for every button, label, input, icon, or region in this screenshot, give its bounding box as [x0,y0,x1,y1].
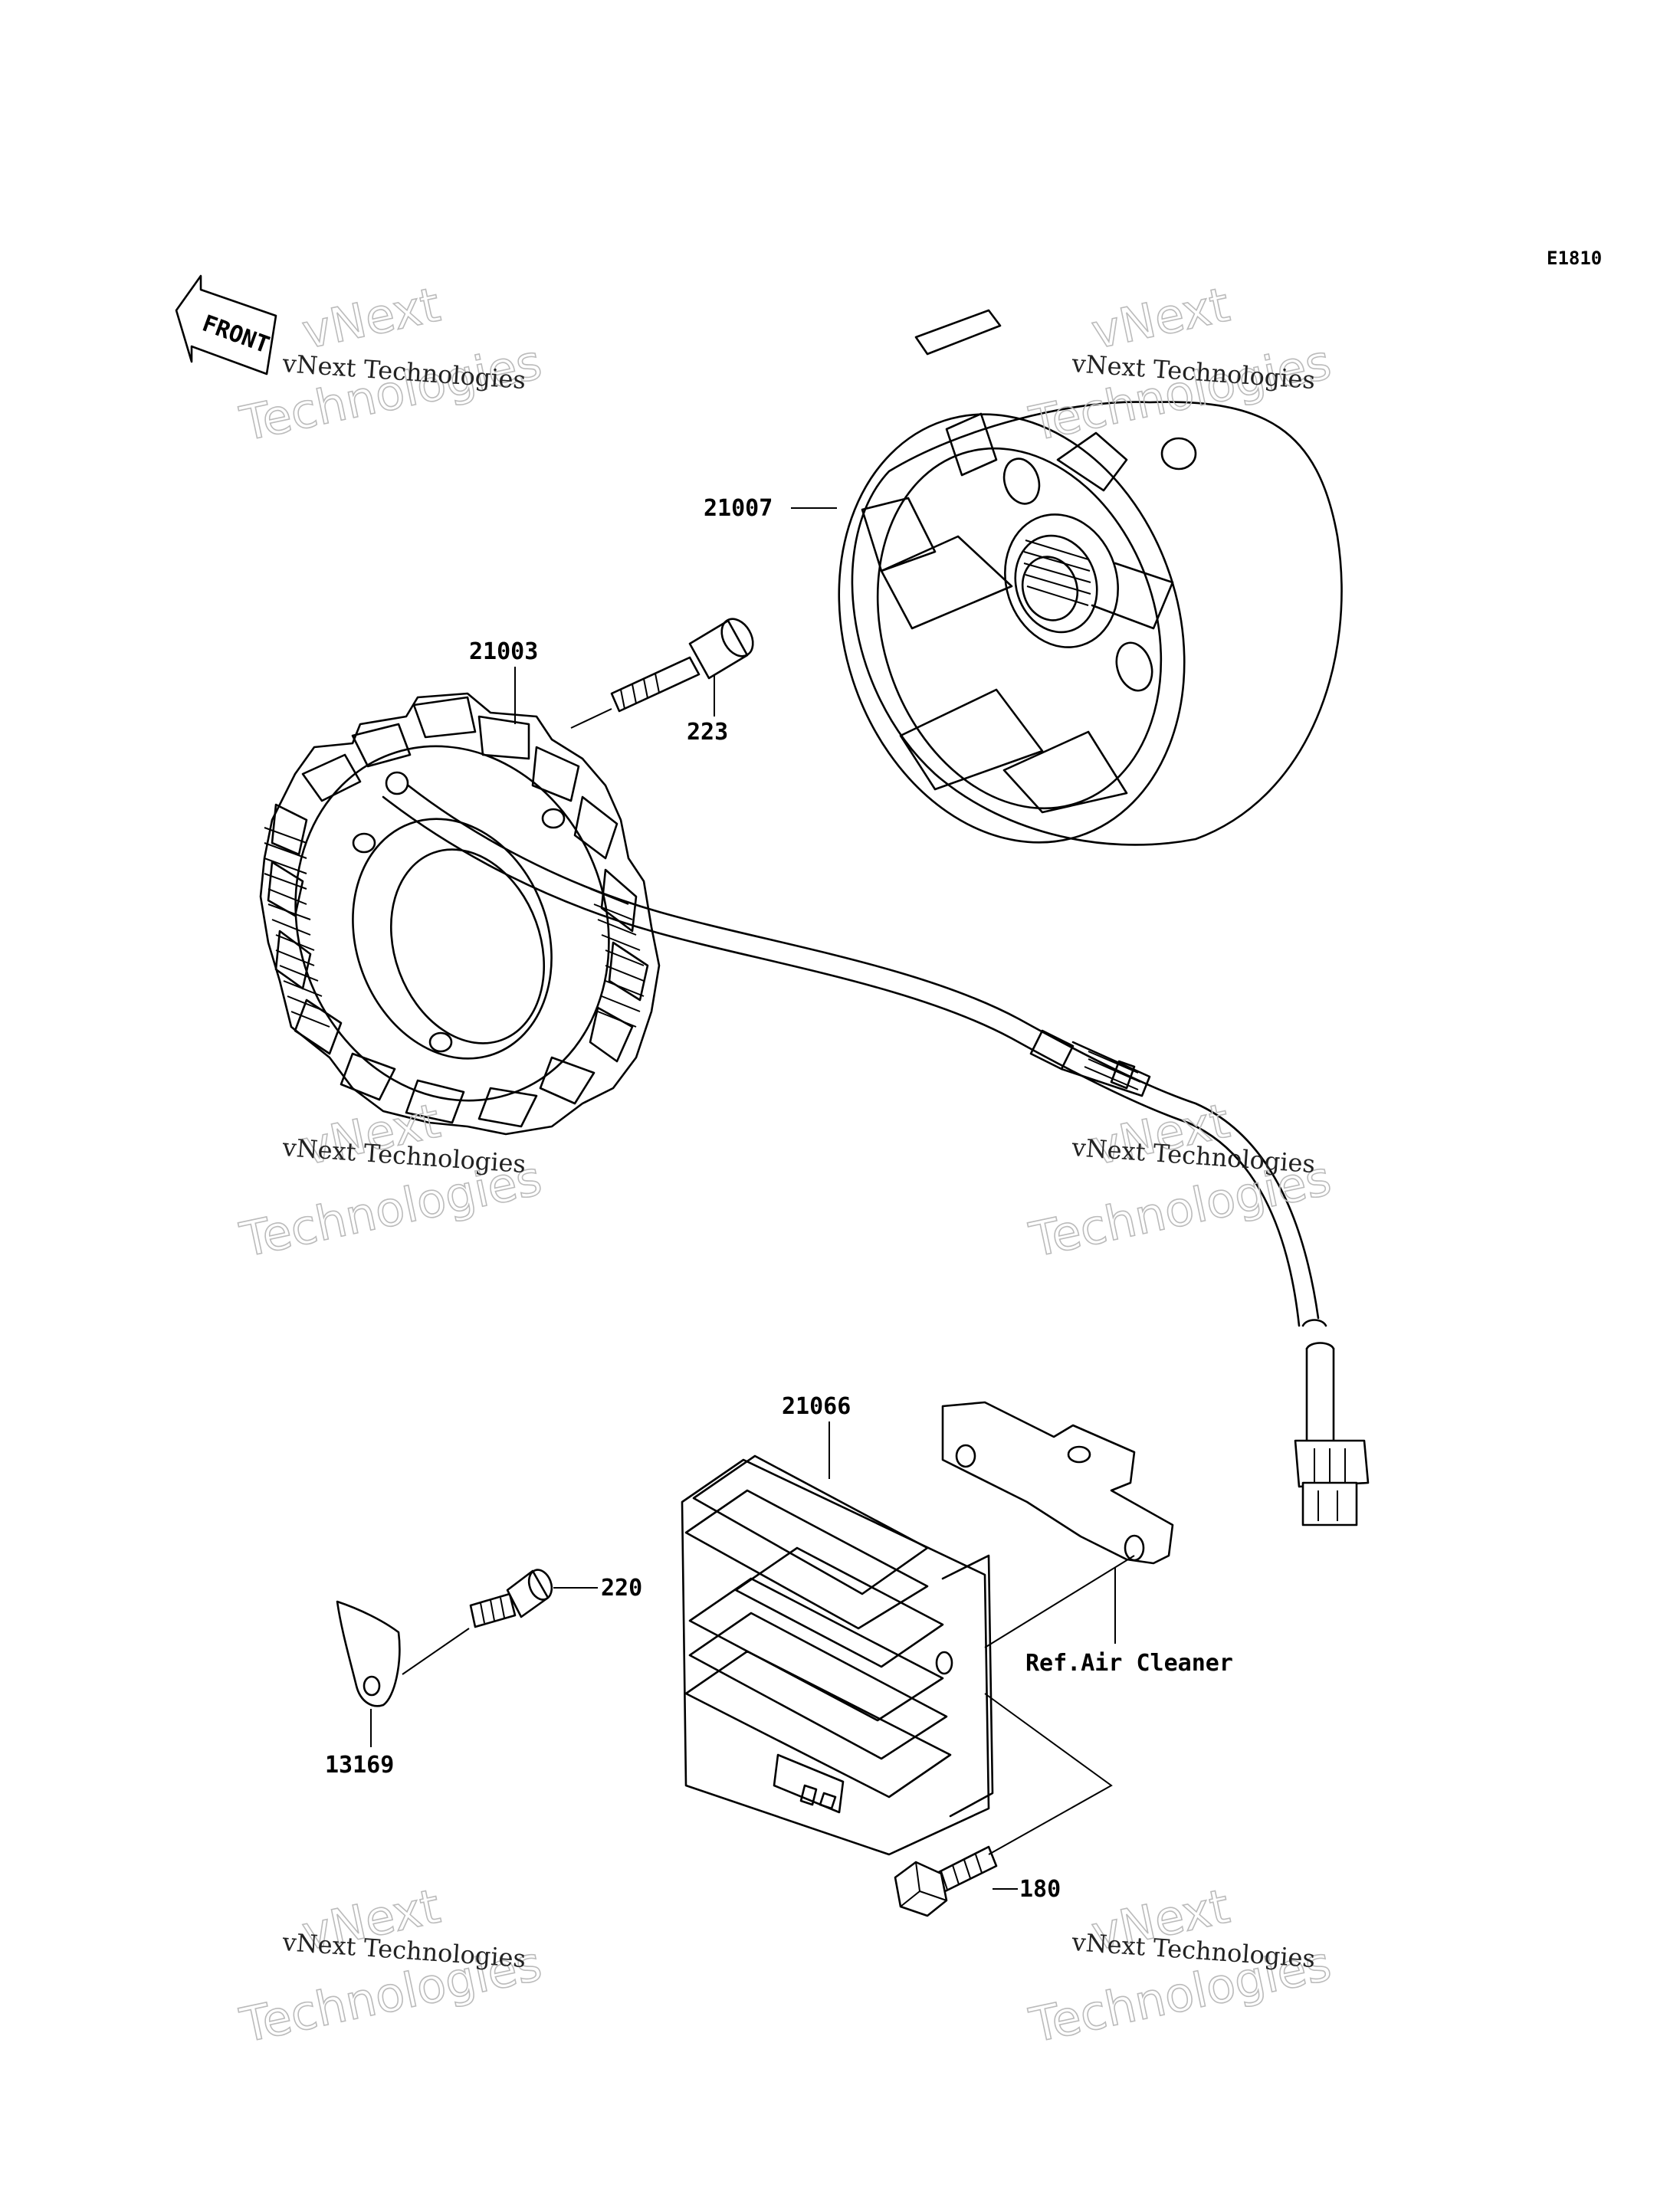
watermark-big-1: vNext [1087,277,1234,360]
leader-223-axis [570,708,612,729]
front-arrow-icon: FRONT [175,274,277,375]
rotor-flywheel [838,309,1343,846]
watermark: vNext Technologies vNext Technologies [1024,1092,1336,1269]
air-cleaner-bracket [941,1401,1174,1565]
label-13169: 13169 [325,1752,394,1779]
label-21066: 21066 [782,1393,851,1420]
label-21007: 21007 [704,495,773,522]
screw-220 [469,1569,553,1628]
label-223: 223 [687,719,728,746]
bolt-180-axis-line [984,1693,1113,1855]
clamp-13169 [336,1600,401,1707]
bolt-180 [894,1845,998,1917]
bolt-223 [610,618,754,713]
label-180: 180 [1019,1876,1061,1903]
diagram-code: E1810 [1547,248,1602,269]
watermark: vNext Technologies vNext Technologies [235,276,546,453]
ref-air-cleaner-note: Ref.Air Cleaner [1025,1650,1233,1677]
watermark: vNext Technologies vNext Technologies [235,1877,546,2054]
label-21003: 21003 [469,638,538,665]
screw-220-axis-line [402,1628,470,1675]
regulator-rectifier [681,1454,994,1856]
stator-wire-harness [382,771,1370,1526]
watermark-big-1: vNext [297,277,445,360]
label-220: 220 [601,1575,642,1602]
bracket-axis-line [984,1555,1135,1648]
watermark: vNext Technologies vNext Technologies [1024,1877,1336,2054]
stator [259,692,661,1136]
